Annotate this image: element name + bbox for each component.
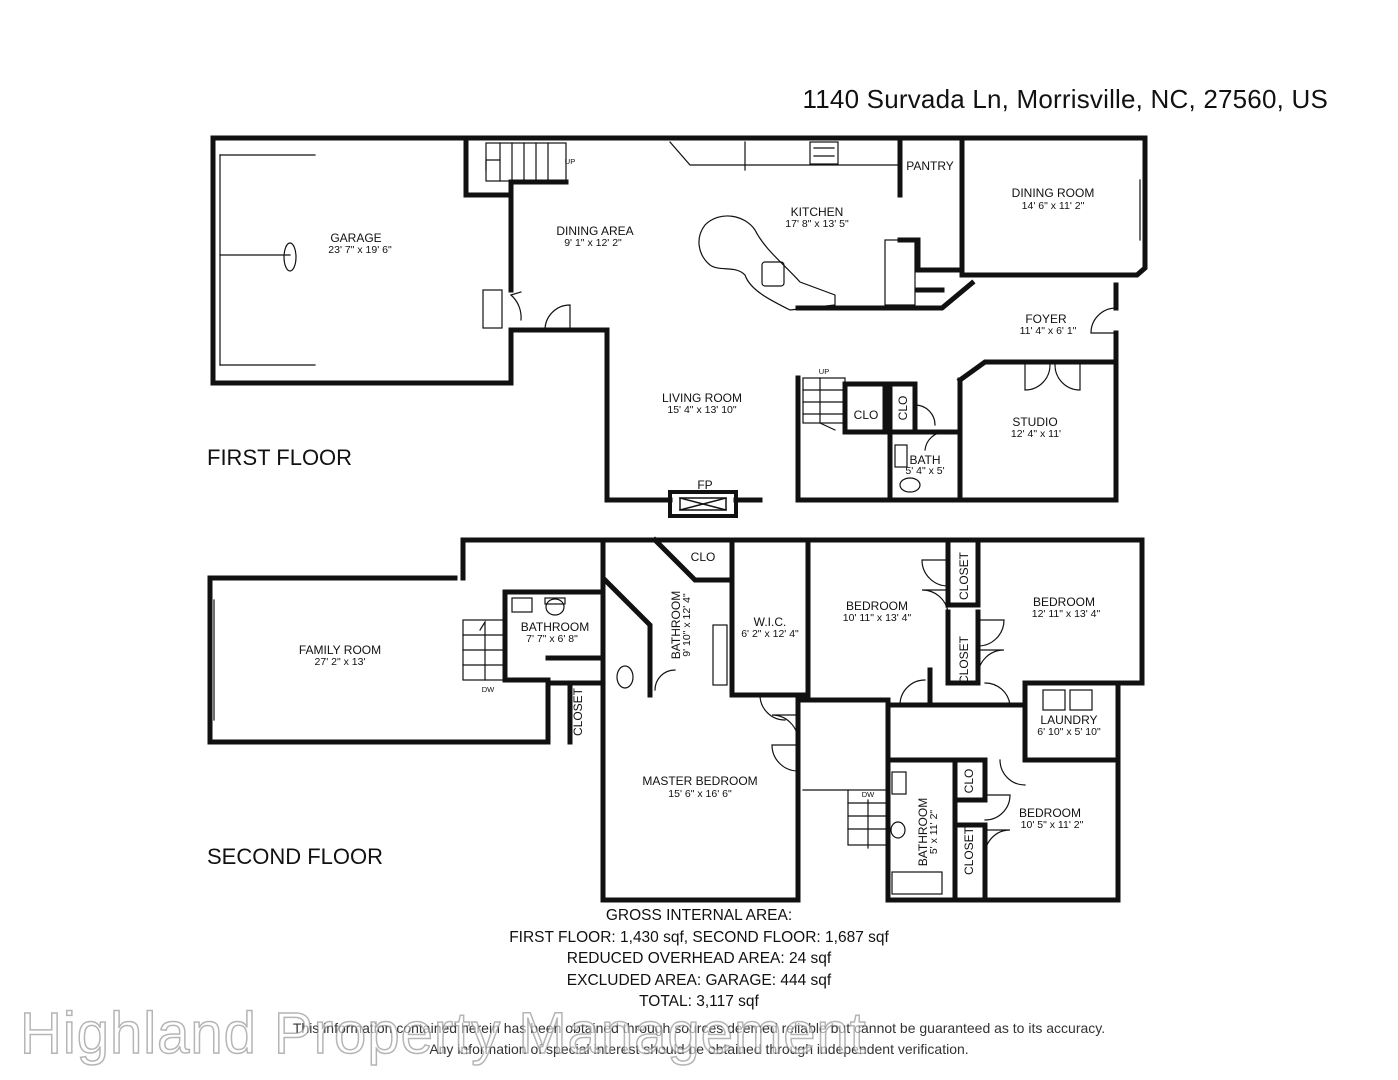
living-room-label: LIVING ROOM [662, 391, 742, 405]
second-floor-walls [207, 536, 1145, 903]
second-floor-label: SECOND FLOOR [207, 844, 384, 869]
laundry-label: LAUNDRY [1040, 713, 1097, 727]
bathroom-1-dim: 7' 7" x 6' 8" [526, 633, 578, 645]
dining-room-dim: 14' 6" x 11' 2" [1022, 200, 1085, 212]
fireplace-box [668, 490, 738, 518]
dining-room-label: DINING ROOM [1012, 186, 1095, 200]
bathroom-3-label: BATHROOM [916, 798, 930, 866]
bedroom-3-label: BEDROOM [1019, 806, 1081, 820]
disclaimer: This information contained herein has be… [0, 1018, 1398, 1060]
dining-area-dim: 9' 1" x 12' 2" [564, 237, 622, 249]
first-floor-walls [210, 135, 1148, 503]
clo-3-label: CLO [962, 769, 976, 794]
disclaimer-line-2: Any information of special interest shou… [429, 1041, 969, 1057]
wic-label: W.I.C. [754, 615, 787, 629]
wic-dim: 6' 2" x 12' 4" [741, 628, 799, 640]
family-room-label: FAMILY ROOM [299, 643, 381, 657]
watermark: Highland Property Management [19, 1000, 867, 1067]
clo-a-label: CLO [854, 408, 879, 422]
kitchen-dim: 17' 8" x 13' 5" [785, 218, 849, 230]
closet-1-label: CLOSET [957, 551, 971, 600]
family-room-dim: 27' 2" x 13' [315, 656, 366, 668]
disclaimer-line-1: This information contained herein has be… [292, 1020, 1106, 1036]
living-room-dim: 15' 4" x 13' 10" [667, 404, 737, 416]
garage-label: GARAGE [330, 231, 381, 245]
dining-area-label: DINING AREA [556, 224, 633, 238]
bedroom-1-dim: 10' 11" x 13' 4" [843, 612, 912, 624]
up-marker-2: UP [819, 367, 829, 376]
bathroom-2-dim: 9' 10" x 12' 4" [681, 593, 693, 657]
clo-2-label: CLO [691, 550, 716, 564]
area-line-3: REDUCED OVERHEAD AREA: 24 sqf [566, 950, 832, 967]
bedroom-2-label: BEDROOM [1033, 595, 1095, 609]
bath-label: BATH [909, 453, 940, 467]
bathroom-1-label: BATHROOM [521, 620, 589, 634]
dw-marker-2: DW [862, 790, 875, 799]
studio-dim: 12' 4" x 11' [1011, 428, 1061, 440]
area-line-5: TOTAL: 3,117 sqf [639, 993, 759, 1010]
master-bedroom-label: MASTER BEDROOM [642, 774, 757, 788]
laundry-dim: 6' 10" x 5' 10" [1037, 726, 1101, 738]
foyer-label: FOYER [1025, 312, 1067, 326]
fireplace-label: FP [697, 478, 712, 492]
area-line-4: EXCLUDED AREA: GARAGE: 444 sqf [566, 971, 832, 989]
bedroom-2-dim: 12' 11" x 13' 4" [1032, 608, 1101, 620]
dw-marker-1: DW [482, 685, 495, 694]
closet-2-label: CLOSET [957, 635, 971, 684]
kitchen-label: KITCHEN [791, 205, 844, 219]
pantry-label: PANTRY [906, 159, 954, 173]
bedroom-1-label: BEDROOM [846, 599, 908, 613]
studio-label: STUDIO [1012, 415, 1057, 429]
garage-dim: 23' 7" x 19' 6" [328, 244, 392, 256]
closet-3-label: CLOSET [571, 687, 585, 736]
property-address: 1140 Survada Ln, Morrisville, NC, 27560,… [802, 84, 1328, 114]
foyer-dim: 11' 4" x 6' 1" [1020, 325, 1077, 337]
clo-b-label: CLO [896, 396, 910, 421]
bathroom-3-dim: 5' x 11' 2" [928, 810, 940, 855]
area-line-1: GROSS INTERNAL AREA: [605, 907, 793, 924]
bedroom-3-dim: 10' 5" x 11' 2" [1021, 819, 1084, 831]
first-floor-label: FIRST FLOOR [207, 445, 353, 470]
closet-4-label: CLOSET [962, 826, 976, 875]
bathroom-2-label: BATHROOM [669, 591, 683, 659]
area-summary: GROSS INTERNAL AREA: FIRST FLOOR: 1,430 … [0, 905, 1398, 1013]
area-line-2: FIRST FLOOR: 1,430 sqf, SECOND FLOOR: 1,… [509, 928, 889, 946]
bath-dim: 5' 4" x 5' [905, 465, 944, 477]
master-bedroom-dim: 15' 6" x 16' 6" [668, 788, 732, 800]
up-marker-1: UP [565, 157, 575, 166]
